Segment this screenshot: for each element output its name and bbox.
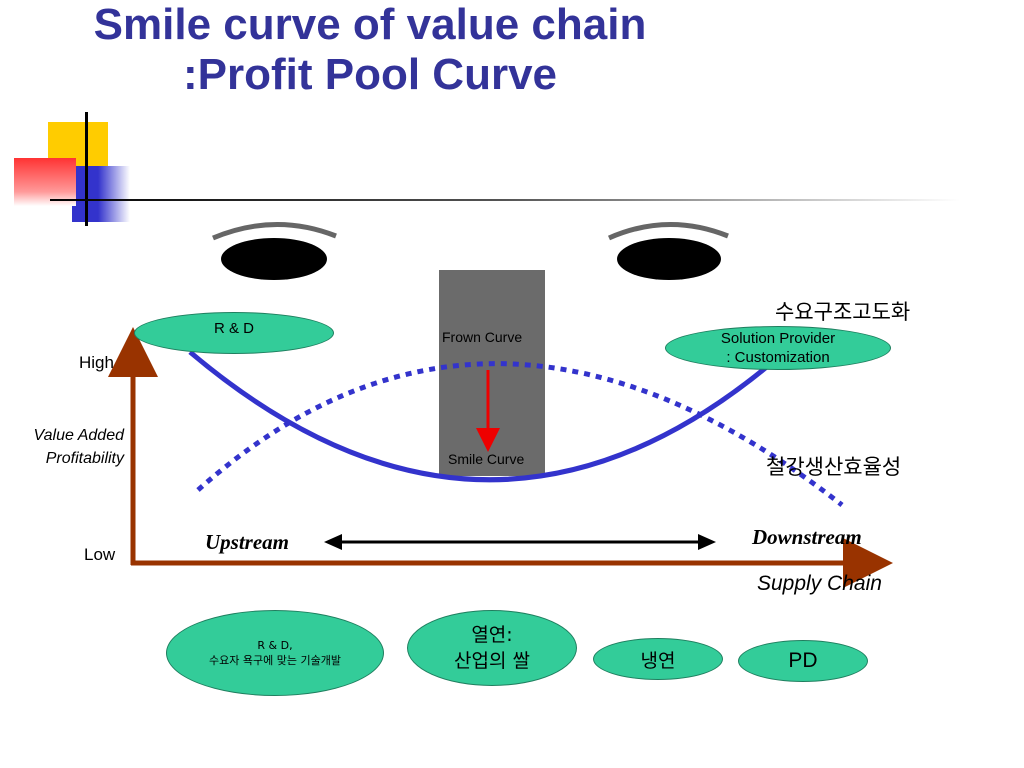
- stream-arrow-right-head: [698, 534, 716, 550]
- hot-rolled-oval: 열연: 산업의 쌀: [407, 610, 577, 686]
- y-axis-title: Value Added Profitability: [4, 424, 124, 470]
- demand-structure-label: 수요구조고도화: [775, 300, 911, 324]
- decor-blue-square: [72, 166, 130, 222]
- cold-rolled-label: 냉연: [640, 649, 676, 672]
- upstream-label: Upstream: [205, 530, 289, 554]
- downstream-label: Downstream: [752, 525, 862, 549]
- cold-rolled-oval: 냉연: [593, 638, 723, 680]
- y-axis-title-line1: Value Added: [33, 427, 124, 444]
- pd-label: PD: [788, 649, 818, 672]
- left-eyebrow: [212, 222, 337, 241]
- solution-provider-line2: : Customization: [726, 349, 830, 366]
- stream-arrow-left-head: [324, 534, 342, 550]
- solution-provider-oval: Solution Provider : Customization: [665, 326, 891, 370]
- decor-vertical-rule: [85, 112, 88, 226]
- smile-curve-label: Smile Curve: [448, 451, 525, 467]
- solution-provider-line1: Solution Provider: [720, 330, 836, 347]
- frown-curve: [196, 361, 844, 507]
- page-title: Smile curve of value chain :Profit Pool …: [0, 0, 740, 100]
- left-eye: [221, 238, 327, 280]
- frown-box: [439, 270, 545, 476]
- hot-rolled-line2: 산업의 쌀: [454, 650, 530, 672]
- pd-oval: PD: [738, 640, 868, 682]
- low-label: Low: [84, 545, 116, 564]
- frown-curve-label: Frown Curve: [442, 329, 523, 345]
- decor-red-square: [14, 158, 76, 206]
- rd-technology-line2: 수요자 욕구에 맞는 기술개발: [209, 654, 341, 667]
- smile-curve: [188, 345, 792, 483]
- decor-horizontal-rule: [50, 199, 960, 201]
- rd-oval-label: R & D: [213, 319, 254, 337]
- hot-rolled-line1: 열연:: [471, 624, 513, 646]
- steel-efficiency-label: 철강생산효율성: [766, 455, 902, 479]
- title-line-2: :Profit Pool Curve: [182, 50, 558, 99]
- y-axis-title-line2: Profitability: [45, 450, 124, 467]
- rd-technology-oval: R & D, 수요자 욕구에 맞는 기술개발: [166, 610, 384, 696]
- right-eye: [617, 238, 721, 280]
- title-line-1: Smile curve of value chain: [93, 0, 647, 49]
- x-axis-title: Supply Chain: [757, 572, 882, 595]
- rd-technology-line1: R & D,: [257, 639, 293, 652]
- high-label: High: [79, 353, 114, 372]
- right-eyebrow: [607, 222, 729, 241]
- rd-oval: R & D: [134, 312, 334, 354]
